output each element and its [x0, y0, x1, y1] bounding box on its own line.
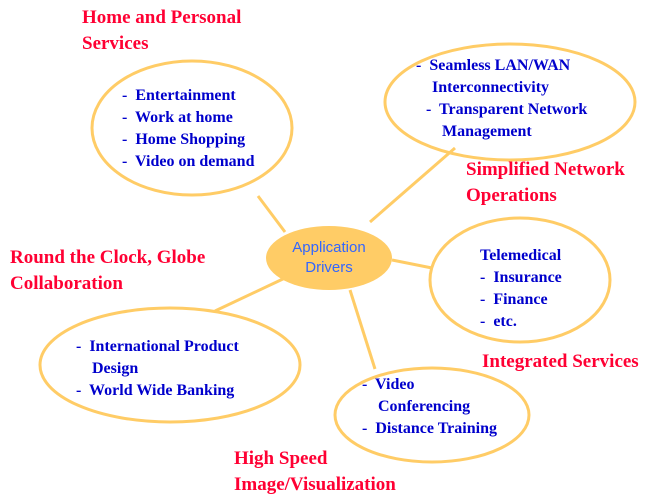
connector-home [256, 195, 287, 233]
center-ellipse [266, 226, 392, 290]
label-line: Home and Personal [82, 7, 242, 28]
label-line: Services [82, 33, 149, 54]
list-item: - Entertainment [122, 87, 236, 104]
list-item: - World Wide Banking [76, 382, 235, 399]
list-item: - Transparent Network [426, 101, 588, 118]
ellipse-integrated [428, 216, 612, 344]
list-item: - Insurance [480, 269, 562, 286]
ellipse-network [383, 42, 637, 162]
connector-network [369, 146, 456, 224]
connector-imaging [348, 289, 377, 370]
list-item: - Video [362, 376, 415, 393]
list-item: - Seamless LAN/WAN [416, 57, 571, 74]
label-line: Round the Clock, Globe [10, 247, 206, 268]
ellipse-collaboration [38, 306, 302, 424]
list-item: - International Product [76, 338, 239, 355]
ellipse-home [90, 59, 294, 197]
label-line: Simplified Network [466, 159, 625, 180]
items-network: - Seamless LAN/WAN Interconnectivity - Tr… [416, 55, 587, 143]
list-item: - etc. [480, 313, 517, 330]
list-item: Conferencing [362, 398, 471, 415]
list-item: - Video on demand [122, 153, 255, 170]
label-line: Image/Visualization [234, 474, 396, 495]
label-line: Collaboration [10, 273, 123, 294]
label-line: High Speed [234, 448, 328, 469]
label-integrated: Integrated Services [482, 349, 639, 375]
connector-integrated [391, 258, 433, 270]
list-item: - Finance [480, 291, 548, 308]
items-collaboration: - International Product Design - World Wi… [76, 336, 239, 402]
label-line: Operations [466, 185, 557, 206]
label-line: Integrated Services [482, 351, 639, 372]
items-integrated: Telemedical - Insurance - Finance - etc. [480, 245, 562, 333]
list-item: - Distance Training [362, 420, 497, 437]
items-home: - Entertainment - Work at home - Home Shop… [122, 85, 254, 173]
ellipse-imaging [333, 366, 531, 464]
list-item: Management [426, 123, 532, 140]
center-line2: Drivers [305, 259, 353, 276]
list-item: - Work at home [122, 109, 233, 126]
list-item: Telemedical [480, 247, 562, 264]
list-item: Interconnectivity [416, 79, 550, 96]
list-item: Design [76, 360, 139, 377]
items-imaging: - Video Conferencing - Distance Training [362, 374, 497, 440]
connector-collaboration [214, 276, 286, 313]
center-line1: Application [292, 239, 366, 256]
list-item: - Home Shopping [122, 131, 246, 148]
